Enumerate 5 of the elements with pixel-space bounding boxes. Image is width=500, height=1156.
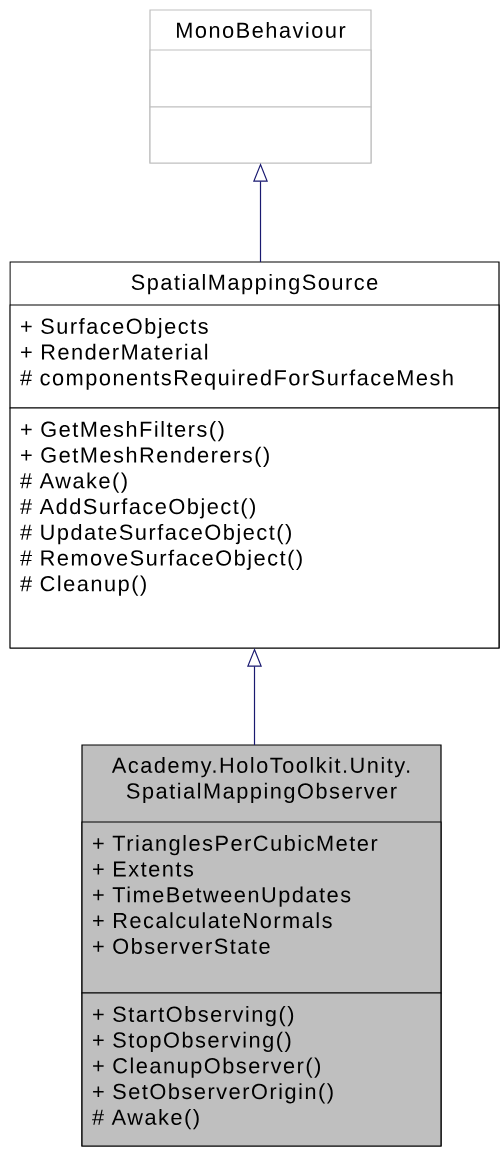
member-compartment: + TrianglesPerCubicMeter + Extents + TimeBetweenUpdates + RecalculateNormals + ObserverState xyxy=(81,821,442,994)
member-compartment: + SurfaceObjects + RenderMaterial # componentsRequiredForSurfaceMesh xyxy=(9,304,500,409)
empty-compartment xyxy=(149,106,372,164)
member-compartment: + StartObserving() + StopObserving() + CleanupObserver() + SetObserverOrigin() # Awake() xyxy=(81,992,442,1147)
empty-compartment xyxy=(149,49,372,108)
